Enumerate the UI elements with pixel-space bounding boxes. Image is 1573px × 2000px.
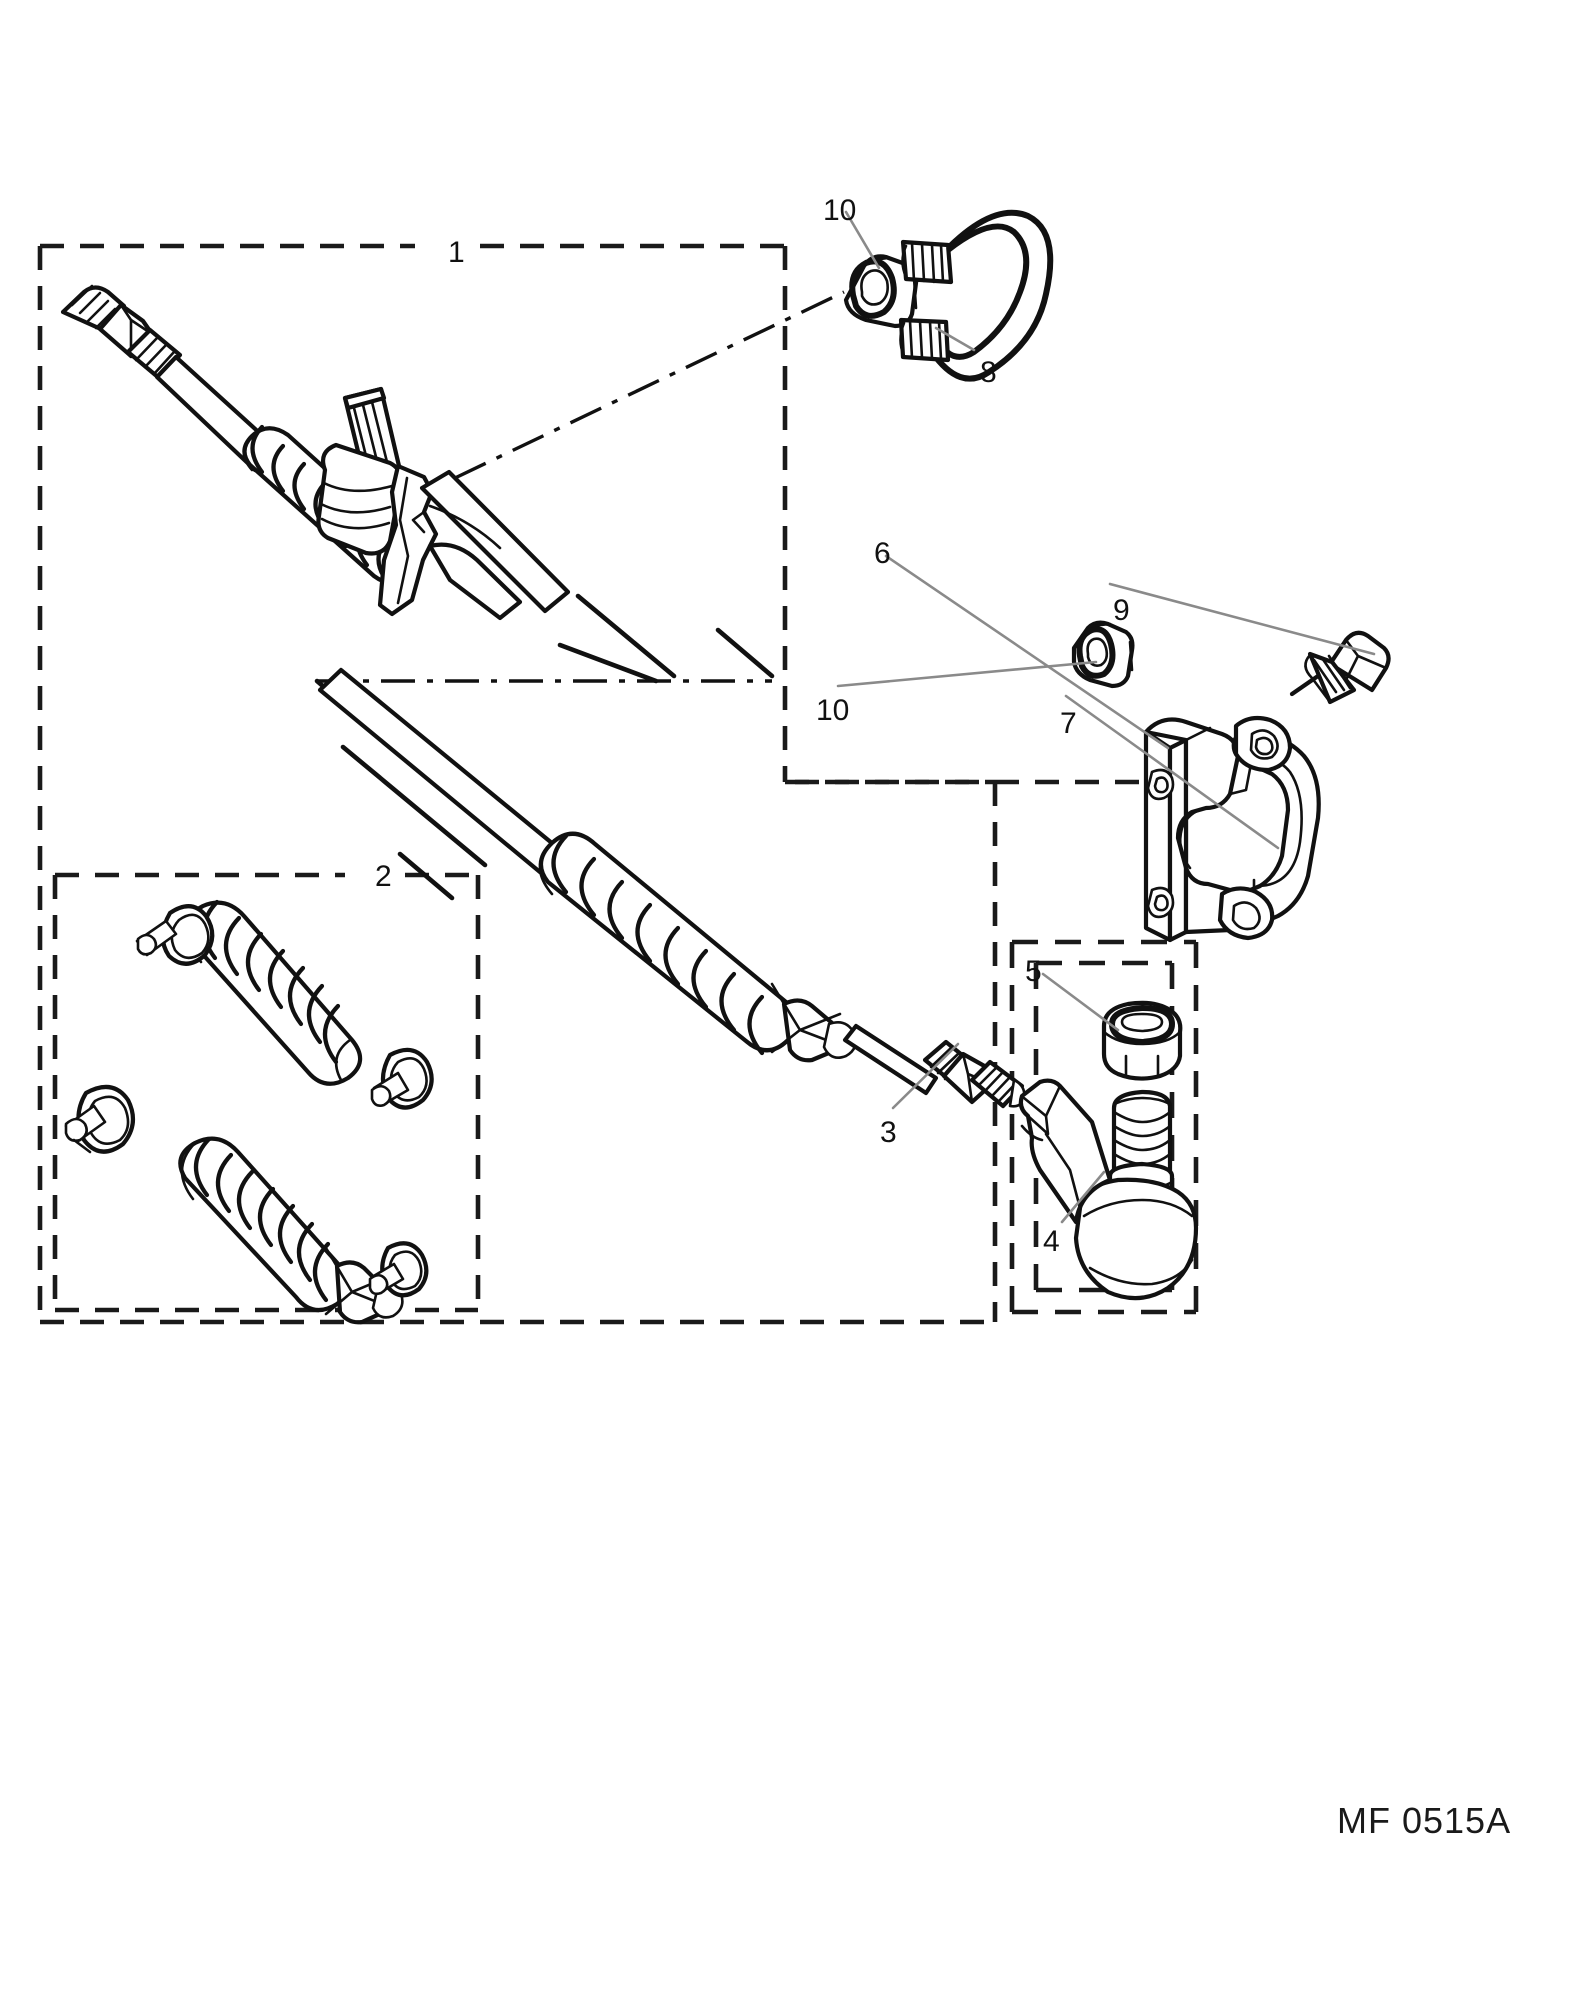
rack-mounting-bracket (1143, 717, 1256, 943)
u-bolt-assembly (843, 209, 1054, 382)
break-lines (314, 593, 775, 901)
callout-4-tie-rod-end: 4 (1043, 1225, 1060, 1258)
boot-clamp-upper-right[interactable] (370, 1047, 434, 1110)
nyloc-nut-lower (1071, 620, 1135, 689)
tie-rod-end-ball-housing (1073, 1177, 1199, 1301)
tie-rod-end-nut (1101, 1000, 1183, 1081)
callout-10-nut-lower: 10 (816, 694, 850, 727)
group-box-2 (52, 872, 481, 1313)
callout-2-bellows-boot-kit: 2 (375, 860, 392, 893)
leader-lines (454, 210, 1376, 1224)
diagram-code: MF 0515A (1337, 1800, 1512, 1841)
tie-rod-end-assembly (1018, 1000, 1199, 1301)
rack-clamp (1217, 715, 1321, 941)
callout-7-clamp: 7 (1060, 707, 1077, 740)
u-bolt (898, 209, 1054, 382)
callout-10-nut-upper: 10 (823, 194, 857, 227)
boot-clamp-lower-left[interactable] (64, 1084, 136, 1154)
tie-rod-end-arm (1018, 1078, 1113, 1225)
large-bellows-boot (538, 831, 799, 1056)
tie-rod-with-boot (317, 667, 1026, 1109)
callout-1-steering-rack-assembly: 1 (448, 236, 465, 269)
steering-rack-assembly (60, 284, 775, 901)
boot-kit-lower-boot (178, 1136, 404, 1325)
callout-8-u-bolt: 8 (980, 356, 997, 389)
boot-kit (64, 899, 434, 1325)
clamp-bolt (1289, 630, 1391, 705)
pinion-housing (316, 386, 571, 621)
callout-6-mounting-bracket: 6 (874, 537, 891, 570)
callout-3-tie-rod-lock-nut: 3 (880, 1116, 897, 1149)
boot-clamp-upper-left[interactable] (135, 904, 215, 966)
callout-5-tie-rod-end-nut: 5 (1025, 955, 1042, 988)
nyloc-nut-upper (843, 254, 919, 329)
boot-clamp-lower-right[interactable] (368, 1241, 429, 1298)
callout-9-bolt: 9 (1113, 594, 1130, 627)
